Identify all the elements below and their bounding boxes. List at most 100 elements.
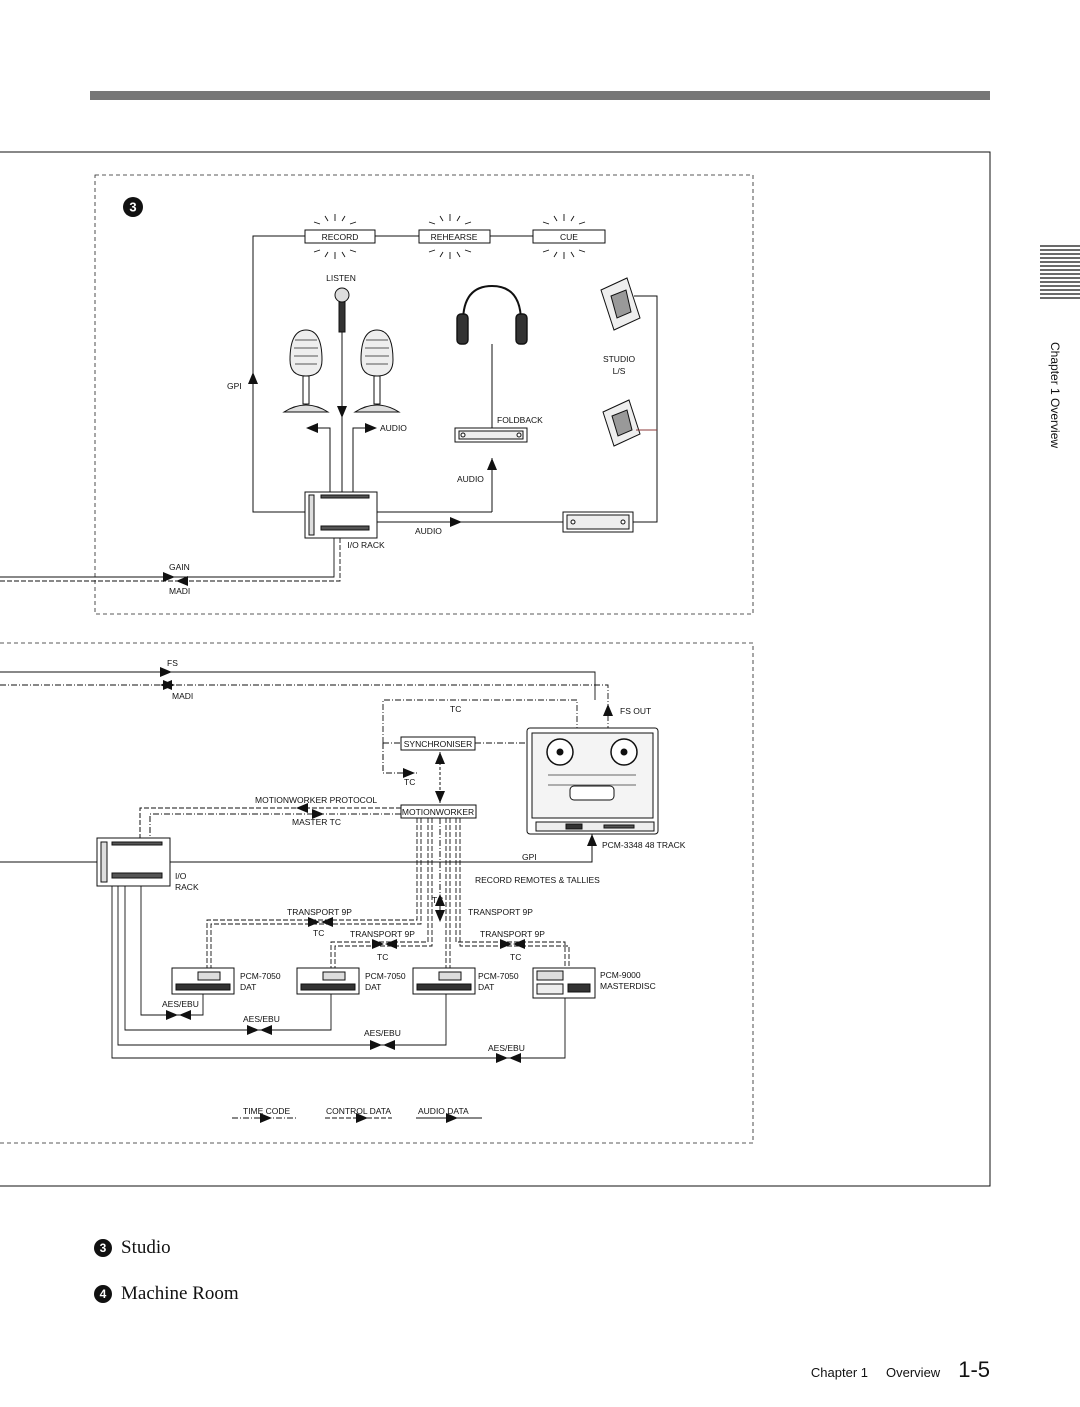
madi-machine-label: MADI: [172, 691, 193, 701]
synchroniser-label: SYNCHRONISER: [404, 739, 472, 749]
pcm7050-3-label: PCM-7050: [478, 971, 519, 981]
caption-studio: 3 Studio: [94, 1237, 171, 1259]
studio-io-rack-icon: [304, 491, 378, 539]
gain-line: [0, 538, 335, 578]
madi-machine-line: [0, 684, 609, 728]
aes-ebu-label-3: AES/EBU: [364, 1028, 401, 1038]
studio-speaker-lower-icon: [602, 399, 641, 447]
transport-label-2: TRANSPORT 9P: [350, 929, 415, 939]
pcm9000-label: PCM-9000: [600, 970, 641, 980]
gpi-remote-label: GPI: [522, 852, 537, 862]
caption-studio-number: 3: [94, 1239, 112, 1257]
transport-label-3: TRANSPORT 9P: [468, 907, 533, 917]
pcm-7050-dat-3-icon: [412, 967, 476, 995]
dat-2-label: DAT: [365, 982, 381, 992]
madi-label: MADI: [169, 586, 190, 596]
rehearse-label: REHEARSE: [431, 232, 478, 242]
fs-out-label: FS OUT: [620, 706, 651, 716]
studio-microphone-left-icon: [282, 329, 330, 413]
foldback-label: FOLDBACK: [497, 415, 543, 425]
fs-label: FS: [167, 658, 178, 668]
section-marker-3-label: 3: [129, 200, 136, 215]
motionworker-protocol-line: [139, 807, 401, 838]
audio-label-foldback: AUDIO: [457, 474, 484, 484]
foldback-amplifier-icon: [454, 427, 528, 443]
caption-machine-room-number: 4: [94, 1285, 112, 1303]
motionworker-protocol-label: MOTIONWORKER PROTOCOL: [255, 795, 377, 805]
fs-line: [0, 671, 596, 700]
headphones-icon: [456, 284, 528, 345]
aes-ebu-label-4: AES/EBU: [488, 1043, 525, 1053]
studio-ls-label: STUDIO: [603, 354, 636, 364]
aes-ebu-label-1: AES/EBU: [162, 999, 199, 1009]
caption-machine-room: 4 Machine Room: [94, 1283, 239, 1305]
aes-ebu-lines: [111, 886, 566, 1059]
pcm-7050-dat-1-icon: [171, 967, 235, 995]
record-label: RECORD: [322, 232, 359, 242]
cue-label: CUE: [560, 232, 578, 242]
top-rule: [90, 91, 990, 100]
studio-ls-sublabel: L/S: [613, 366, 626, 376]
tc-loop-line: [382, 699, 578, 743]
gain-label: GAIN: [169, 562, 190, 572]
machine-room-section-box: [0, 642, 754, 1144]
tc-label-sync: TC: [404, 777, 415, 787]
rack-label: RACK: [175, 882, 199, 892]
record-remotes-label: RECORD REMOTES & TALLIES: [475, 875, 600, 885]
page-number: 1-5: [958, 1357, 990, 1382]
legend-time-code-label: TIME CODE: [243, 1106, 291, 1116]
studio-io-rack-label: I/O RACK: [347, 540, 385, 550]
legend: [232, 1113, 482, 1123]
caption-machine-room-text: Machine Room: [121, 1283, 239, 1304]
master-tc-line: [149, 813, 401, 838]
pcm-3348-label: PCM-3348 48 TRACK: [602, 840, 686, 850]
tc-label-t2: TC: [377, 952, 388, 962]
pcm7050-1-label: PCM-7050: [240, 971, 281, 981]
gpi-arrow: [248, 372, 258, 384]
masterdisc-label: MASTERDISC: [600, 981, 656, 991]
motionworker-label: MOTIONWORKER: [402, 807, 474, 817]
audio-label-amp: AUDIO: [415, 526, 442, 536]
tc-label-top: TC: [450, 704, 461, 714]
page-footer: Chapter 1 Overview 1-5: [811, 1357, 990, 1383]
tc-label-motion: TC: [432, 895, 443, 905]
pcm7050-2-label: PCM-7050: [365, 971, 406, 981]
footer-chapter: Chapter 1: [810, 1365, 869, 1380]
machine-io-rack-icon: [96, 837, 171, 887]
tc-label-t4: TC: [510, 952, 521, 962]
motionworker-box: [400, 804, 477, 819]
chapter-side-tab: [1040, 245, 1080, 299]
studio-section-box: [94, 174, 754, 615]
power-amplifier-icon: [562, 511, 634, 533]
aes-ebu-label-2: AES/EBU: [243, 1014, 280, 1024]
caption-studio-text: Studio: [121, 1237, 171, 1258]
listen-label: LISTEN: [326, 273, 356, 283]
studio-speaker-upper-icon: [600, 277, 641, 331]
io-label: I/O: [175, 871, 187, 881]
outer-frame: [0, 151, 991, 1187]
dat-1-label: DAT: [240, 982, 256, 992]
transport-lines: [206, 818, 570, 968]
section-marker-3: [123, 197, 143, 217]
footer-section: Overview: [886, 1365, 941, 1380]
pcm-9000-masterdisc-icon: [532, 967, 596, 999]
audio-label-mics: AUDIO: [380, 423, 407, 433]
gpi-label: GPI: [227, 381, 242, 391]
pcm-3348-tape-machine-icon: [526, 727, 659, 835]
mic-left-line: [318, 427, 331, 492]
listen-microphone-icon: [334, 287, 350, 333]
dat-3-label: DAT: [478, 982, 494, 992]
studio-microphone-right-icon: [353, 329, 401, 413]
mic-right-line: [352, 427, 365, 492]
tc-label-t1: TC: [313, 928, 324, 938]
light-rays: [313, 214, 586, 259]
legend-audio-data-label: AUDIO DATA: [418, 1106, 469, 1116]
side-tab-text: Chapter 1 Overview: [1048, 342, 1062, 449]
speaker-link: [633, 295, 658, 523]
legend-control-data-label: CONTROL DATA: [326, 1106, 391, 1116]
madi-line: [0, 538, 341, 582]
transport-label-4: TRANSPORT 9P: [480, 929, 545, 939]
transport-label-1: TRANSPORT 9P: [287, 907, 352, 917]
pcm-7050-dat-2-icon: [296, 967, 360, 995]
